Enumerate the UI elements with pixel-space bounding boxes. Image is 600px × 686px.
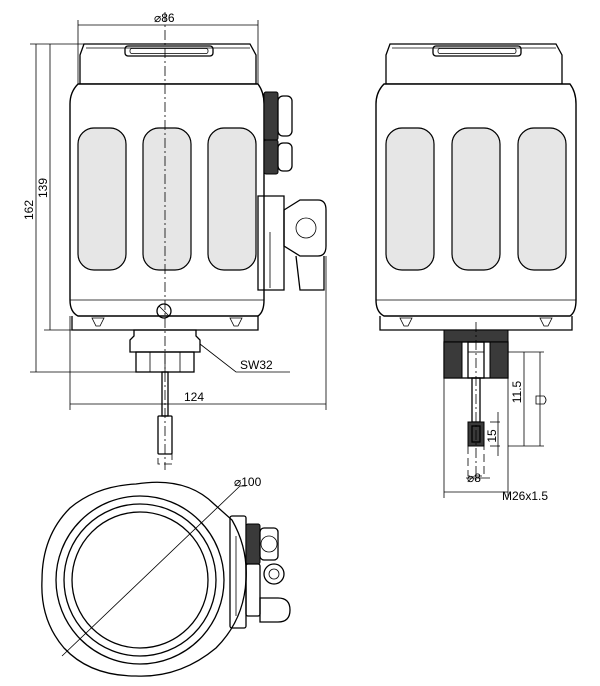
sw32-label: SW32 xyxy=(240,358,273,372)
dim-11-5-label: 11.5 xyxy=(510,380,524,403)
dim-diameter-8-label: ⌀8 xyxy=(467,471,481,485)
dim-15-label: 15 xyxy=(485,429,499,443)
height-162-label: 162 xyxy=(22,200,36,220)
top-view: ⌀100 xyxy=(41,475,291,677)
front-view xyxy=(69,12,327,470)
diameter-86-label: ⌀86 xyxy=(154,11,175,25)
diameter-100-label: ⌀100 xyxy=(234,475,262,489)
thread-label: M26x1.5 xyxy=(502,489,548,503)
side-dimensions: 11.5 15 ⌀8 M26x1.5 xyxy=(443,351,548,503)
front-dimensions: ⌀86 162 139 124 SW32 xyxy=(22,11,327,410)
height-139-label: 139 xyxy=(36,178,50,198)
width-124-label: 124 xyxy=(184,390,204,404)
side-view xyxy=(375,43,577,480)
